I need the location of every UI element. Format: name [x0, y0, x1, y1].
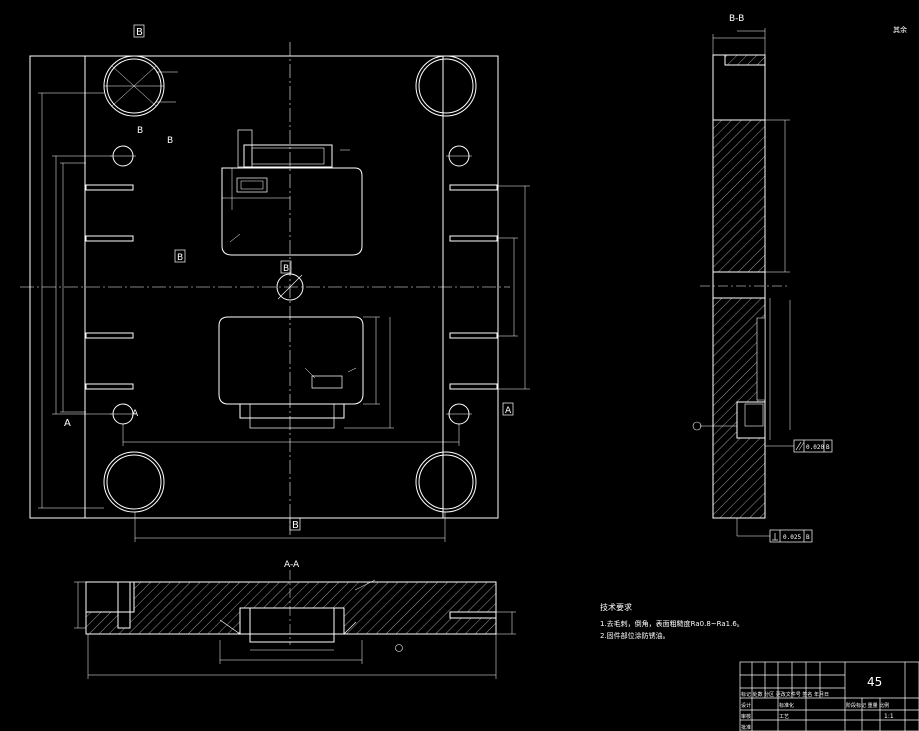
label-a-left: A: [64, 418, 71, 429]
tech-req-item-1: 1.去毛刺，倒角，表面粗糙度Ra0.8~Ra1.6。: [600, 619, 744, 628]
title-row-b2: 标准化: [779, 702, 794, 709]
label-a-circle: A: [132, 409, 139, 419]
plan-view: [20, 42, 530, 542]
section-aa: [74, 570, 516, 679]
parallel-value: 0.020: [806, 444, 824, 451]
label-b-top: B: [136, 27, 143, 38]
aa-title: A-A: [284, 560, 300, 570]
title-block: [739, 661, 919, 731]
corner-note: 其余: [893, 25, 907, 34]
perpendicular-value: 0.025: [783, 534, 801, 541]
title-row-a: 标记 处数 分区 更改文件号 签名 年月日: [741, 691, 829, 698]
plan-labels: B B B B B A A A B: [64, 24, 514, 531]
parallel-tolerance-frame: 0.020 B: [793, 439, 833, 453]
title-row-c3: 批准: [741, 724, 751, 731]
dimensions-plan: [38, 92, 530, 542]
guide-hole-tr: [415, 55, 477, 117]
title-row-c1: 审核: [741, 713, 751, 720]
label-b-sprue: B: [283, 264, 289, 274]
guide-hole-bl: [103, 451, 165, 513]
material-label: 45: [867, 675, 882, 689]
bb-title: B-B: [729, 14, 744, 24]
label-b-bottom: B: [292, 520, 299, 531]
label-b-mid1: B: [137, 126, 143, 136]
label-b-center: B: [177, 253, 183, 263]
label-a-right: A: [505, 406, 512, 416]
perpendicular-ref: B: [806, 534, 810, 541]
guide-hole-br: [415, 451, 477, 513]
technical-requirements: 技术要求 1.去毛刺，倒角，表面粗糙度Ra0.8~Ra1.6。 2.固件部位涂防…: [600, 602, 744, 640]
scale-value: 1:1: [884, 713, 894, 720]
title-row-b1: 设计: [741, 702, 751, 709]
tech-req-item-2: 2.固件部位涂防锈油。: [600, 631, 670, 640]
upper-cavity: [221, 167, 363, 256]
label-b-mid2: B: [167, 136, 173, 146]
sprue-hole: [276, 273, 304, 301]
section-bb: [700, 28, 794, 537]
parallel-ref: B: [826, 444, 830, 451]
perpendicular-tolerance-frame: 0.025 B: [769, 529, 813, 543]
title-row-c2: 工艺: [779, 714, 789, 720]
tech-req-title: 技术要求: [600, 602, 632, 612]
title-row-b3: 阶段标记 重量 比例: [846, 702, 889, 709]
cooling-slots: [85, 184, 498, 390]
lower-cavity: [218, 316, 364, 405]
